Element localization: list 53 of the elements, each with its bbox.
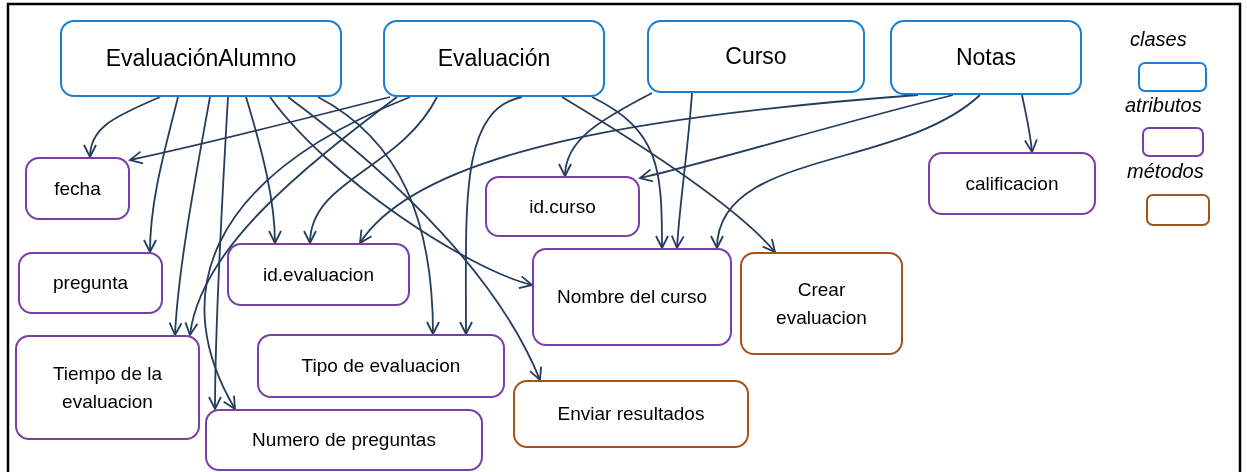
class-name: Curso [725,41,787,71]
legend-label: clases [1130,28,1187,51]
attribute-name: id.evaluacion [263,262,374,287]
arrow [591,96,669,249]
attribute-box [257,334,505,398]
arrow [245,96,282,244]
attribute-name: Numero de preguntas [252,428,436,453]
attribute-name: Nombre del curso [557,285,707,310]
class-box [383,20,605,97]
arrow [168,96,211,336]
arrow [203,96,411,410]
arrow [129,96,391,165]
attribute-name: id.curso [529,194,596,219]
attribute-name: Tiempo de la evaluacion [51,361,164,414]
class-box [890,20,1082,95]
attribute-box [18,252,163,314]
method-box [740,252,903,355]
attribute-box [532,248,732,346]
class-name: Evaluación [437,43,551,73]
attribute-box [485,176,640,237]
arrow [459,96,523,335]
class-name: EvaluaciónAlumno [105,43,297,73]
legend-label: métodos [1127,160,1204,183]
method-name: Enviar resultados [557,402,705,427]
attribute-box [227,243,410,306]
arrow [208,96,229,410]
arrow [359,94,919,244]
arrow [317,96,440,335]
attribute-name: fecha [54,176,101,201]
class-name: Notas [955,42,1017,72]
attribute-box [928,152,1096,215]
class-box [647,20,865,93]
arrow [559,92,653,177]
arrow [670,92,693,249]
attribute-box [15,335,200,440]
arrow [143,96,179,253]
arrow [304,96,438,244]
arrow [639,94,954,183]
class-box [60,20,342,97]
attribute-name: pregunta [53,271,128,296]
method-name: Crear evaluacion [775,277,868,330]
attribute-name: calificacion [965,171,1059,196]
arrow [287,96,542,381]
attribute-box [205,409,483,471]
arrow [269,96,533,289]
method-box [513,380,749,448]
arrow [185,96,398,336]
legend-label: atributos [1125,94,1202,117]
attribute-name: Tipo de evaluacion [301,354,461,379]
arrow [84,96,161,158]
arrow [712,94,981,249]
arrow [1021,94,1038,153]
attribute-box [25,157,130,220]
